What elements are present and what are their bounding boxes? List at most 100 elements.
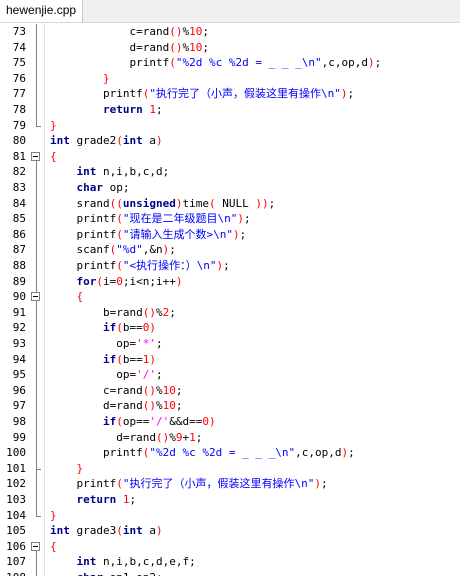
line-number: 106 bbox=[6, 539, 26, 553]
line-number: 105 bbox=[6, 524, 26, 538]
line-number: 103 bbox=[6, 493, 26, 506]
code-line[interactable]: 102 printf("执行完了（小声，假装这里有操作\n"); bbox=[0, 476, 460, 492]
code-line[interactable]: 105 int grade3(int a) bbox=[0, 523, 460, 539]
code-text: d=rand()%10; bbox=[103, 399, 183, 413]
code-line[interactable]: 73 c=rand()%10; bbox=[0, 24, 460, 40]
line-number: 75 bbox=[12, 56, 26, 70]
line-number: 84 bbox=[12, 196, 26, 210]
line-number: 95 bbox=[12, 368, 26, 382]
code-line[interactable]: 95 op='/'; bbox=[0, 367, 460, 383]
code-line[interactable]: 89 for(i=0;i<n;i++) bbox=[0, 274, 460, 290]
code-editor[interactable]: 73 c=rand()%10;74 d=rand()%10;75 printf(… bbox=[0, 24, 460, 576]
line-number: 79 bbox=[12, 118, 26, 132]
line-number: 97 bbox=[12, 399, 26, 413]
line-number-gutter bbox=[0, 24, 30, 576]
tab-bar: hewenjie.cpp bbox=[0, 0, 460, 23]
code-text: } bbox=[103, 71, 110, 85]
code-line[interactable]: 83 char op; bbox=[0, 180, 460, 196]
code-line[interactable]: 93 op='*'; bbox=[0, 336, 460, 352]
line-number: 83 bbox=[12, 181, 26, 194]
code-line[interactable]: 104} bbox=[0, 508, 460, 524]
code-text: char op; bbox=[76, 181, 130, 194]
code-line[interactable]: 90 { bbox=[0, 289, 460, 305]
line-number: 73 bbox=[12, 25, 26, 38]
code-line[interactable]: 87 scanf("%d",&n); bbox=[0, 242, 460, 258]
code-line[interactable]: 80 int grade2(int a) bbox=[0, 133, 460, 149]
code-text: int grade3(int a) bbox=[50, 524, 163, 538]
fold-guide bbox=[36, 550, 37, 576]
code-text: op='*'; bbox=[116, 337, 163, 350]
code-text: op='/'; bbox=[116, 368, 163, 382]
code-line[interactable]: 108 char op1,op2; bbox=[0, 570, 460, 576]
code-text: return 1; bbox=[76, 493, 137, 506]
code-line[interactable]: 103 return 1; bbox=[0, 492, 460, 508]
code-text: } bbox=[50, 508, 57, 522]
code-line[interactable]: 91 b=rand()%2; bbox=[0, 305, 460, 321]
line-number: 85 bbox=[12, 212, 26, 226]
fold-end-marker bbox=[36, 125, 41, 127]
code-line[interactable]: 86 printf("请输入生成个数>\n"); bbox=[0, 227, 460, 243]
code-text: printf("%2d %c %2d = _ _ _\n",c,op,d); bbox=[129, 56, 382, 70]
code-line[interactable]: 82 int n,i,b,c,d; bbox=[0, 164, 460, 180]
fold-toggle-icon[interactable] bbox=[31, 151, 40, 161]
fold-toggle-icon[interactable] bbox=[31, 292, 40, 302]
fold-guide bbox=[36, 24, 37, 126]
code-text: if(b==0) bbox=[103, 321, 156, 335]
code-line[interactable]: 88 printf("<执行操作：）\n"); bbox=[0, 258, 460, 274]
tab-hewenjie-cpp[interactable]: hewenjie.cpp bbox=[0, 0, 84, 22]
line-number: 107 bbox=[6, 555, 26, 569]
code-line[interactable]: 107 int n,i,b,c,d,e,f; bbox=[0, 554, 460, 570]
code-text: scanf("%d",&n); bbox=[76, 243, 176, 257]
code-text: { bbox=[50, 149, 57, 163]
code-text: srand((unsigned)time( NULL )); bbox=[76, 196, 276, 210]
line-number: 108 bbox=[0, 570, 26, 576]
code-text: } bbox=[76, 461, 84, 475]
fold-toggle-icon[interactable] bbox=[31, 541, 40, 551]
code-line[interactable]: 77 printf("执行完了（小声，假装这里有操作\n"); bbox=[0, 86, 460, 102]
fold-end-marker bbox=[36, 515, 41, 517]
line-number: 80 bbox=[12, 134, 26, 148]
code-line[interactable]: 99 d=rand()%9+1; bbox=[0, 430, 460, 446]
code-text: char op1,op2; bbox=[50, 570, 163, 576]
code-line[interactable]: 97 d=rand()%10; bbox=[0, 398, 460, 414]
code-line[interactable]: 81{ bbox=[0, 149, 460, 165]
code-text: for(i=0;i<n;i++) bbox=[76, 274, 183, 288]
code-text: printf("现在是二年级题目\n"); bbox=[76, 212, 251, 226]
fold-guide bbox=[36, 301, 37, 469]
code-text: printf("执行完了（小声，假装这里有操作\n"); bbox=[76, 477, 328, 491]
line-number: 100 bbox=[6, 446, 26, 460]
code-line[interactable]: 92 if(b==0) bbox=[0, 320, 460, 336]
code-text: b=rand()%2; bbox=[103, 305, 176, 319]
code-line[interactable]: 101 } bbox=[0, 461, 460, 477]
code-line[interactable]: 76 } bbox=[0, 71, 460, 87]
line-number: 102 bbox=[6, 477, 26, 491]
code-line[interactable]: 106 { bbox=[0, 539, 460, 555]
code-line[interactable]: 85 printf("现在是二年级题目\n"); bbox=[0, 211, 460, 227]
code-text: d=rand()%10; bbox=[129, 40, 210, 54]
code-text: { bbox=[50, 539, 57, 553]
code-text: int grade2(int a) bbox=[50, 134, 163, 148]
line-number: 89 bbox=[12, 274, 26, 288]
code-line[interactable]: 84 srand((unsigned)time( NULL )); bbox=[0, 196, 460, 212]
line-number: 92 bbox=[12, 321, 26, 335]
line-number: 88 bbox=[12, 259, 26, 272]
code-line[interactable]: 78 return 1; bbox=[0, 102, 460, 118]
code-line[interactable]: 100 printf("%2d %c %2d = _ _ _\n",c,op,d… bbox=[0, 445, 460, 461]
code-line[interactable]: 74 d=rand()%10; bbox=[0, 40, 460, 56]
code-line[interactable]: 79} bbox=[0, 118, 460, 134]
code-line[interactable]: 75 printf("%2d %c %2d = _ _ _\n",c,op,d)… bbox=[0, 55, 460, 71]
code-text: printf("%2d %c %2d = _ _ _\n",c,op,d); bbox=[103, 446, 355, 460]
code-line[interactable]: 98 if(op=='/'&&d==0) bbox=[0, 414, 460, 430]
code-text: if(op=='/'&&d==0) bbox=[103, 415, 216, 428]
line-number: 101 bbox=[6, 461, 26, 475]
line-number: 76 bbox=[12, 71, 26, 85]
line-number: 104 bbox=[6, 508, 26, 522]
line-number: 86 bbox=[12, 227, 26, 241]
code-line[interactable]: 94 if(b==1) bbox=[0, 352, 460, 368]
line-number: 87 bbox=[12, 243, 26, 257]
code-text: { bbox=[76, 290, 84, 304]
code-text: printf("请输入生成个数>\n"); bbox=[76, 227, 247, 241]
code-line[interactable]: 96 c=rand()%10; bbox=[0, 383, 460, 399]
code-text: if(b==1) bbox=[103, 352, 156, 366]
code-text: int n,i,b,c,d,e,f; bbox=[76, 555, 196, 569]
